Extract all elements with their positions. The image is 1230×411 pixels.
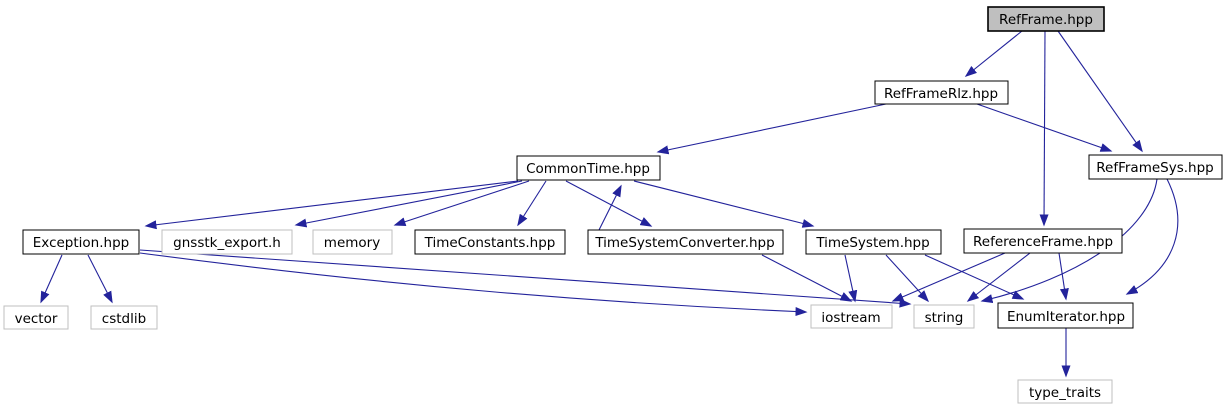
edge-timesystem-to-string: [885, 254, 930, 303]
node-refframe-label: RefFrame.hpp: [999, 12, 1093, 28]
edge-referenceframe-to-enumiterator: [1058, 252, 1069, 301]
node-exception-hpp[interactable]: Exception.hpp: [22, 229, 140, 255]
node-string: string: [913, 304, 975, 329]
edge-refframe-to-refframerlz: [964, 30, 1023, 77]
edge-refframerlz-to-commontime: [656, 103, 887, 155]
edge-refframe-to-refframesys: [1057, 30, 1143, 153]
edge-commontime-to-exception: [144, 180, 519, 230]
node-commontime-hpp[interactable]: CommonTime.hpp: [516, 155, 661, 181]
node-timeconstants-hpp[interactable]: TimeConstants.hpp: [414, 229, 566, 255]
edge-timesystemconverter-to-iostream: [761, 254, 853, 302]
edge-exception-to-vector: [40, 254, 63, 304]
node-timesystem-hpp[interactable]: TimeSystem.hpp: [805, 229, 942, 255]
node-enumiterator-hpp[interactable]: EnumIterator.hpp: [997, 302, 1134, 329]
edge-timesystemconverter-to-commontime: [598, 184, 622, 231]
edge-exception-to-iostream: [139, 252, 808, 317]
node-memory: memory: [312, 229, 393, 255]
edge-referenceframe-to-string: [966, 252, 1031, 302]
edge-commontime-to-timeconstants: [517, 180, 547, 227]
node-type-traits: type_traits: [1017, 379, 1113, 404]
edge-commontime-to-memory: [393, 180, 530, 226]
node-memory-label: memory: [324, 235, 380, 251]
node-referenceframe-hpp[interactable]: ReferenceFrame.hpp: [963, 228, 1123, 254]
edge-refframerlz-to-refframesys: [976, 103, 1113, 152]
node-gnsstk-export-h: gnsstk_export.h: [161, 229, 293, 255]
edge-commontime-to-timesystem: [633, 180, 815, 228]
node-referenceframe-label: ReferenceFrame.hpp: [973, 234, 1113, 250]
node-refframe-hpp: RefFrame.hpp: [987, 6, 1105, 32]
edge-timesystem-to-enumiterator: [924, 254, 1025, 300]
node-gnsstk-export-label: gnsstk_export.h: [173, 235, 281, 251]
edge-refframesys-to-enumiterator: [1125, 178, 1179, 295]
node-exception-label: Exception.hpp: [33, 235, 129, 251]
node-timesystem-label: TimeSystem.hpp: [815, 235, 929, 251]
node-timesystemconverter-hpp[interactable]: TimeSystemConverter.hpp: [587, 229, 784, 255]
edge-commontime-to-timesystemconverter: [565, 180, 653, 227]
node-timeconstants-label: TimeConstants.hpp: [424, 235, 556, 251]
node-vector: vector: [3, 305, 69, 330]
node-refframesys-hpp[interactable]: RefFrameSys.hpp: [1088, 154, 1223, 180]
node-cstdlib-label: cstdlib: [102, 311, 146, 327]
node-enumiterator-label: EnumIterator.hpp: [1007, 309, 1125, 325]
node-timesystemconverter-label: TimeSystemConverter.hpp: [594, 235, 774, 251]
edge-exception-to-string: [139, 249, 912, 308]
edge-timesystem-to-iostream: [844, 254, 858, 303]
edge-exception-to-cstdlib: [87, 254, 113, 304]
node-type-traits-label: type_traits: [1029, 385, 1101, 401]
edges: [40, 30, 1179, 378]
edge-referenceframe-to-iostream: [891, 252, 1006, 302]
node-refframerlz-hpp[interactable]: RefFrameRlz.hpp: [874, 80, 1009, 105]
node-iostream: iostream: [810, 304, 893, 329]
node-iostream-label: iostream: [821, 310, 880, 326]
node-string-label: string: [925, 310, 964, 326]
node-commontime-label: CommonTime.hpp: [526, 161, 650, 177]
edge-commontime-to-gnsstkexport: [294, 180, 523, 228]
node-cstdlib: cstdlib: [90, 305, 158, 330]
node-refframesys-label: RefFrameSys.hpp: [1096, 160, 1213, 176]
node-refframerlz-label: RefFrameRlz.hpp: [884, 86, 998, 102]
node-vector-label: vector: [15, 311, 58, 327]
